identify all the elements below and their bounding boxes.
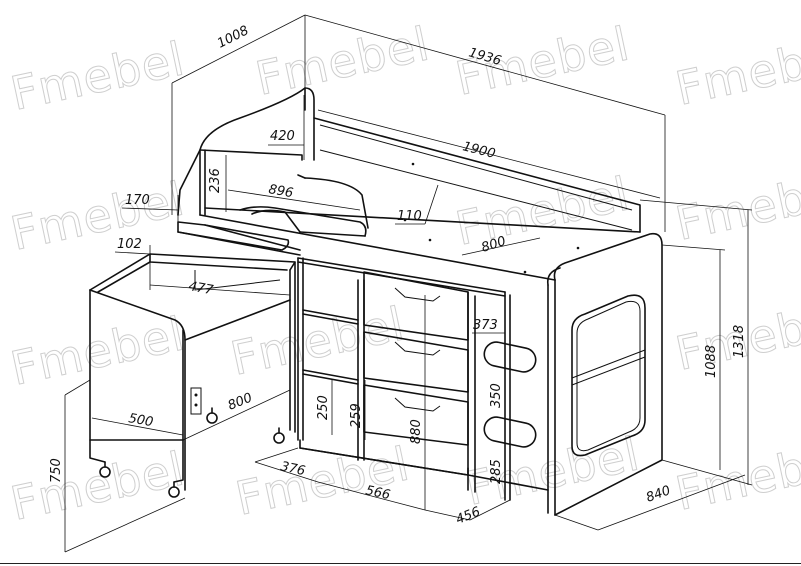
- dim-456: 456: [454, 505, 483, 528]
- dim-102: 102: [117, 237, 142, 252]
- dim-840: 840: [644, 483, 672, 506]
- dim-420: 420: [270, 129, 295, 144]
- dim-880: 880: [409, 419, 424, 444]
- watermark-2: Fmebel: [251, 16, 434, 105]
- watermark-14: Fmebel: [671, 431, 801, 520]
- dim-285: 285: [489, 459, 504, 484]
- dim-800-bed: 800: [480, 234, 508, 256]
- dim-477: 477: [187, 279, 215, 298]
- watermarks: Fmebel Fmebel Fmebel Fmebel Fmebel Fmebe…: [6, 16, 801, 531]
- dim-373: 373: [473, 318, 498, 333]
- dim-1088: 1088: [704, 345, 719, 378]
- watermark-4: Fmebel: [671, 26, 801, 115]
- dim-259: 259: [349, 403, 364, 428]
- dim-170: 170: [125, 193, 150, 208]
- dim-750: 750: [49, 458, 64, 483]
- dim-350: 350: [489, 383, 504, 408]
- dim-500: 500: [127, 411, 154, 430]
- pull-out-desk: [89, 221, 301, 498]
- dim-896: 896: [267, 182, 294, 201]
- dim-236: 236: [208, 168, 223, 193]
- dim-250: 250: [316, 395, 331, 420]
- dim-110: 110: [397, 209, 422, 224]
- watermark-11: Fmebel: [6, 441, 189, 530]
- dim-800-desk: 800: [226, 391, 255, 414]
- watermark-7: Fmebel: [671, 161, 801, 250]
- dim-376: 376: [279, 459, 306, 479]
- dim-1008: 1008: [215, 23, 251, 51]
- watermark-5: Fmebel: [6, 171, 189, 260]
- watermark-8: Fmebel: [6, 306, 189, 395]
- dim-1318: 1318: [732, 325, 747, 358]
- bed-structure: [177, 87, 663, 516]
- cabinet: [297, 257, 537, 501]
- watermark-1: Fmebel: [6, 31, 189, 120]
- dimension-lines: [64, 14, 753, 553]
- bottom-frame-line: [0, 563, 801, 564]
- dim-566: 566: [364, 483, 391, 503]
- watermark-12: Fmebel: [231, 436, 414, 525]
